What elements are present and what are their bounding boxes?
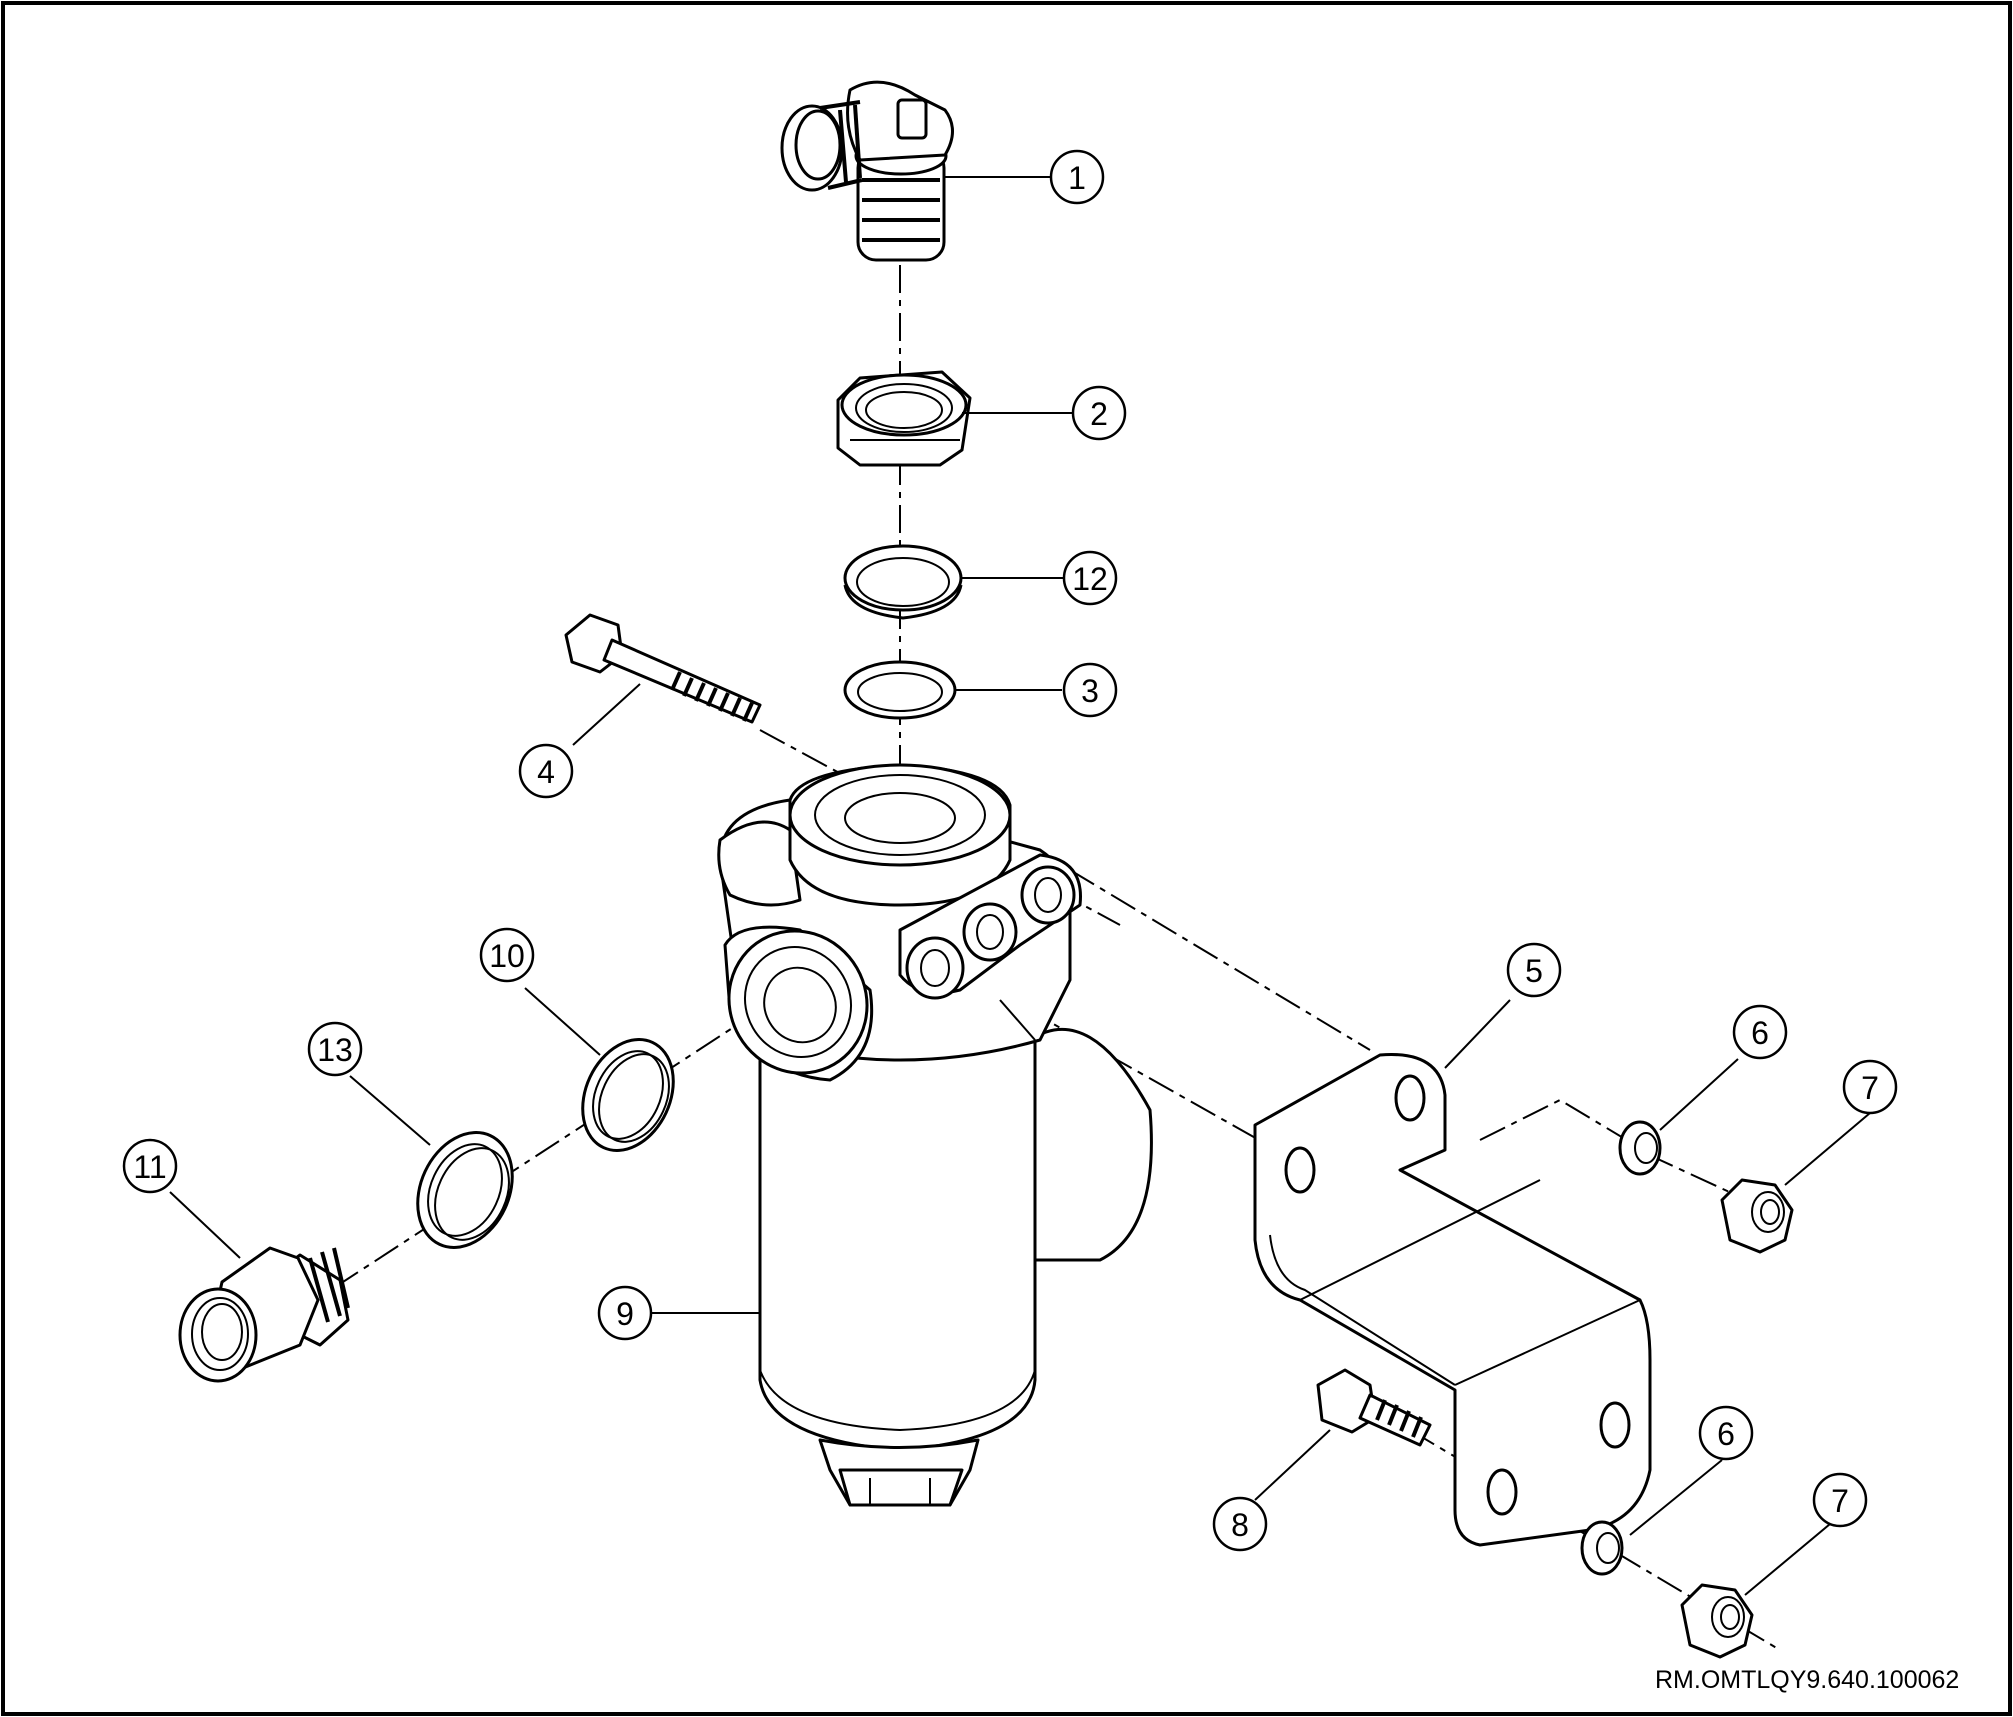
- bracket-part: [1253, 1053, 1652, 1547]
- callout-13-label: 13: [317, 1032, 353, 1068]
- callout-6-lower: 6: [1698, 1405, 1754, 1461]
- callout-7-upper-label: 7: [1861, 1070, 1879, 1106]
- washer-10-part: [581, 1038, 675, 1152]
- leader-lines: [169, 176, 1871, 1596]
- sealing-washer-part: [843, 544, 963, 620]
- straight-fitting-part: [178, 1246, 350, 1383]
- lock-washer-upper-part: [1618, 1120, 1662, 1176]
- lock-washer-lower-part: [1580, 1520, 1624, 1576]
- callout-1-label: 1: [1068, 160, 1086, 196]
- lock-nut-lower-part: [1680, 1583, 1754, 1659]
- callout-5: 5: [1506, 942, 1562, 998]
- callout-10: 10: [479, 927, 535, 983]
- callout-7-upper: 7: [1842, 1059, 1898, 1115]
- callout-9: 9: [597, 1285, 653, 1341]
- callout-2-label: 2: [1090, 396, 1108, 432]
- callout-4-label: 4: [537, 754, 555, 790]
- callout-8-label: 8: [1231, 1507, 1249, 1543]
- callout-3-label: 3: [1081, 673, 1099, 709]
- washer-13-part: [416, 1131, 514, 1249]
- o-ring-part: [843, 660, 957, 720]
- callout-6-upper: 6: [1732, 1004, 1788, 1060]
- callout-1: 1: [1049, 149, 1105, 205]
- callout-5-label: 5: [1525, 953, 1543, 989]
- callout-11-label: 11: [133, 1149, 166, 1185]
- callout-8: 8: [1212, 1496, 1268, 1552]
- callout-12-label: 12: [1072, 561, 1108, 597]
- callout-3: 3: [1062, 662, 1118, 718]
- lock-nut-upper-part: [1720, 1178, 1794, 1254]
- callout-7-lower-label: 7: [1831, 1483, 1849, 1519]
- callout-11: 11: [122, 1138, 178, 1194]
- callout-4: 4: [518, 743, 574, 799]
- hex-nut-part: [836, 370, 972, 467]
- long-bolt-part: [564, 613, 762, 724]
- document-reference-code: RM.OMTLQY9.640.100062: [1655, 1666, 1959, 1694]
- elbow-fitting-part: [780, 80, 954, 262]
- valve-body-part: [717, 763, 1153, 1507]
- callout-12: 12: [1062, 550, 1118, 606]
- callout-7-lower: 7: [1812, 1472, 1868, 1528]
- short-bolt-part: [1316, 1368, 1432, 1447]
- callout-6-lower-label: 6: [1717, 1416, 1735, 1452]
- callout-2: 2: [1071, 385, 1127, 441]
- callout-13: 13: [307, 1021, 363, 1077]
- callout-6-upper-label: 6: [1751, 1015, 1769, 1051]
- callout-9-label: 9: [616, 1296, 634, 1332]
- callout-10-label: 10: [489, 938, 525, 974]
